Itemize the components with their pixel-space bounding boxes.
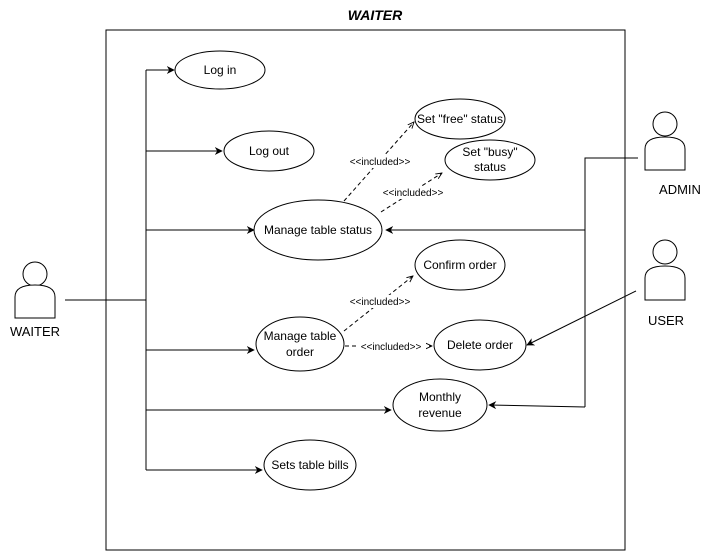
admin-associations (385, 157, 638, 410)
use-case-sets-table-bills[interactable]: Sets table bills (263, 439, 357, 491)
actor-waiter-body (14, 284, 56, 319)
actor-waiter-head (22, 261, 48, 287)
use-case-label: Confirm order (423, 258, 496, 272)
admin-trunk (584, 157, 638, 407)
use-case-label: Log in (204, 63, 237, 77)
system-title: WAITER (348, 7, 403, 23)
use-case-manage-table-status[interactable]: Manage table status (253, 199, 383, 261)
use-case-delete-order[interactable]: Delete order (433, 319, 527, 371)
waiter-associations (65, 66, 392, 474)
actor-admin: ADMIN (644, 111, 701, 197)
stereotype-included-delete: <<included>> (361, 342, 422, 353)
stereotype-included-confirm: <<included>> (350, 297, 411, 308)
actor-admin-body (644, 136, 686, 171)
use-case-label: Set "busy"status (462, 145, 517, 174)
actor-user: USER (644, 239, 686, 328)
use-case-label: Log out (249, 144, 290, 158)
assoc-user-delete-order (526, 290, 637, 346)
include-labels: <<included>> <<included>> <<included>> <… (345, 155, 448, 353)
actor-admin-label: ADMIN (659, 182, 701, 197)
stereotype-included-free: <<included>> (350, 157, 411, 168)
actor-waiter-label: WAITER (10, 324, 60, 339)
use-case-log-out[interactable]: Log out (223, 130, 315, 172)
use-case-label: Set "free" status (417, 112, 503, 126)
use-case-log-in[interactable]: Log in (174, 50, 266, 90)
use-case-confirm-order[interactable]: Confirm order (414, 239, 506, 291)
actor-user-body (644, 265, 686, 301)
use-case-set-busy-status[interactable]: Set "busy"status (444, 139, 536, 181)
assoc-admin-monthly-revenue (488, 401, 586, 410)
use-case-label: Manage table status (264, 223, 372, 237)
actor-waiter: WAITER (10, 261, 60, 339)
actor-admin-head (652, 111, 678, 137)
actor-user-label: USER (648, 313, 684, 328)
use-case-label: Delete order (447, 338, 513, 352)
stereotype-included-busy: <<included>> (383, 188, 444, 199)
system-boundary (105, 29, 626, 551)
actor-user-head (652, 239, 678, 265)
use-case-set-free-status[interactable]: Set "free" status (414, 98, 506, 140)
use-case-label: Sets table bills (271, 458, 348, 472)
